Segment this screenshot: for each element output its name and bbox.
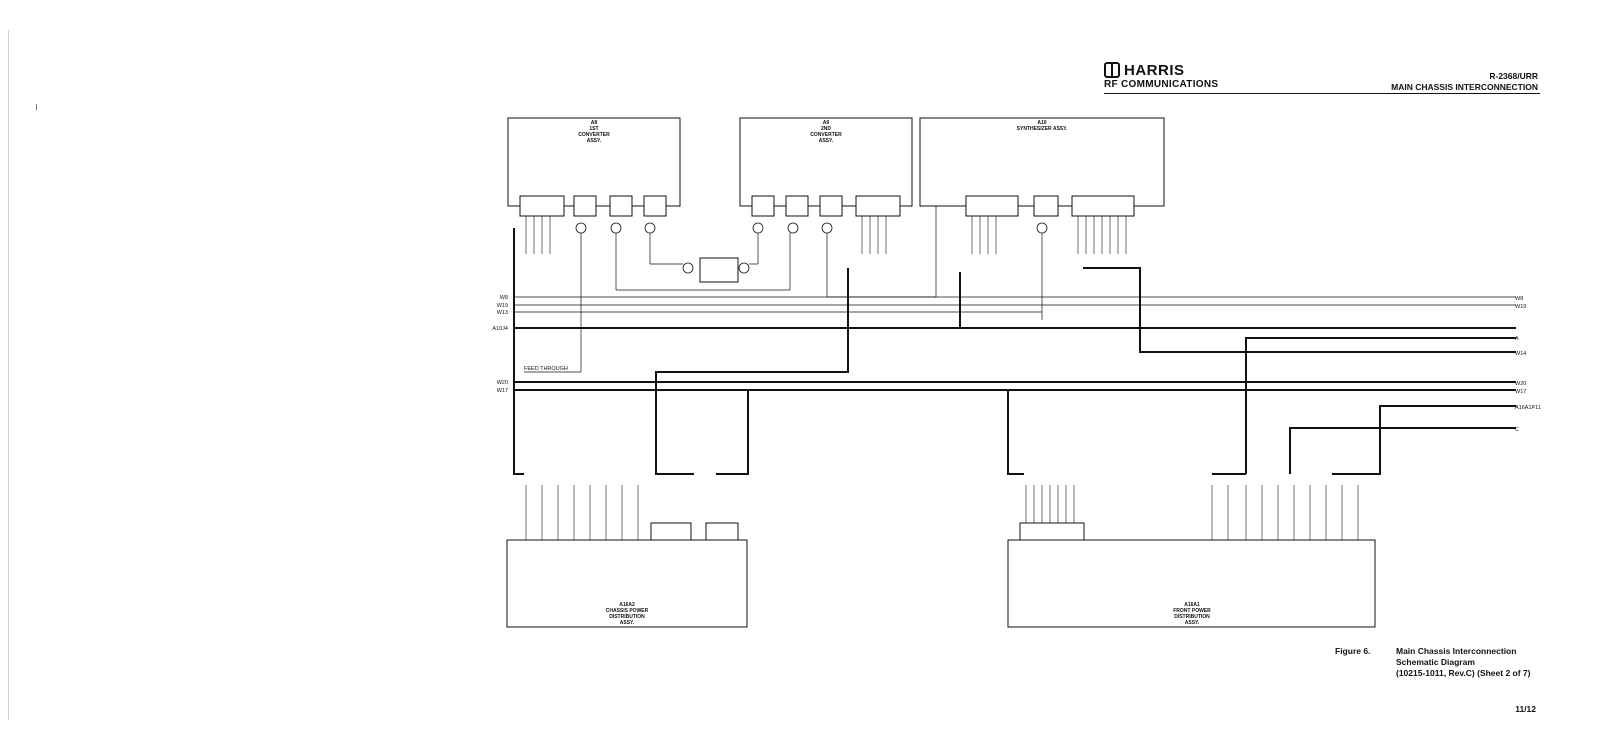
a8-title-line-1: A8	[591, 120, 598, 126]
brand-name: HARRIS	[1124, 62, 1185, 79]
wire-label-right: W19	[1515, 304, 1526, 310]
a16a1-title-line-3: DISTRIBUTION	[1174, 614, 1210, 620]
wire-label-left: A10J4	[492, 326, 508, 332]
wire-label-left: W20	[497, 380, 508, 386]
a10-j2-coax-icon	[1036, 222, 1048, 234]
figure-caption-line-2: Schematic Diagram	[1396, 657, 1475, 667]
a8-j1-coax-icon	[575, 222, 587, 234]
a16a2-title-line-3: DISTRIBUTION	[609, 614, 645, 620]
a9-p1-connector	[855, 195, 901, 217]
a16a1-title-line-4: ASSY.	[1185, 620, 1200, 626]
figure-label: Figure 6.	[1335, 646, 1371, 656]
a8-title-line-2: 1ST	[589, 126, 598, 132]
a10-title-line-2: SYNTHESIZER ASSY.	[1017, 126, 1068, 132]
a9-j1-connector	[751, 195, 775, 217]
a10-j2-connector	[1033, 195, 1059, 217]
a8-j2-connector	[609, 195, 633, 217]
a9-title-line-4: ASSY.	[819, 138, 834, 144]
a16a2-title-line-4: ASSY.	[620, 620, 635, 626]
a16a2-j2-connector	[650, 522, 692, 541]
wire-label-left: W8	[500, 295, 508, 301]
figure-caption-line-3: (10215-1011, Rev.C) (Sheet 2 of 7)	[1396, 668, 1531, 678]
a16a1-j1-connector	[1019, 522, 1085, 541]
brand-subtitle: RF COMMUNICATIONS	[1104, 79, 1219, 90]
a9-j3-connector	[819, 195, 843, 217]
a10-p1-connector	[1071, 195, 1135, 217]
a8-j3-coax-icon	[644, 222, 656, 234]
a16a1-title-line-1: A16A1	[1184, 602, 1200, 608]
feed-through-label: FEED THROUGH	[524, 366, 568, 372]
wire-label-right: C	[1515, 427, 1519, 433]
feedthrough-coupler	[699, 257, 739, 283]
a16a2-j1-connector	[705, 522, 739, 541]
wire-label-right: W8	[1515, 296, 1523, 302]
a9-title-line-2: 2ND	[821, 126, 831, 132]
a8-j3-connector	[643, 195, 667, 217]
a16a1-title-line-2: FRONT POWER	[1173, 608, 1211, 614]
a16a2-title-line-2: CHASSIS POWER	[606, 608, 649, 614]
wire-label-right: W14	[1515, 351, 1526, 357]
wire-label-left: W19	[497, 303, 508, 309]
a9-j2-connector	[785, 195, 809, 217]
document-title: MAIN CHASSIS INTERCONNECTION	[1391, 82, 1538, 92]
a8-j1-connector	[573, 195, 597, 217]
page-number: 11/12	[1515, 704, 1536, 714]
a8-j2-coax-icon	[610, 222, 622, 234]
header-rule	[1104, 93, 1540, 94]
a10-p2-connector	[965, 195, 1019, 217]
a16a1-module-box	[1007, 539, 1376, 628]
wire-label-right: W17	[1515, 389, 1526, 395]
wire-label-left: W13	[497, 310, 508, 316]
a9-title-line-3: CONVERTER	[810, 132, 842, 138]
feedthrough-left-coax-icon	[682, 262, 694, 274]
scan-margin-line	[8, 30, 9, 720]
wire-label-right: A16A1P11	[1515, 405, 1541, 411]
a9-j1-coax-icon	[752, 222, 764, 234]
feedthrough-right-coax-icon	[738, 262, 750, 274]
figure-caption-line-1: Main Chassis Interconnection	[1396, 646, 1517, 656]
harris-logo-icon	[1104, 62, 1120, 78]
wire-label-right: W20	[1515, 381, 1526, 387]
a8-p2-connector	[519, 195, 565, 217]
a10-title-line-1: A10	[1037, 120, 1046, 126]
a9-j3-coax-icon	[821, 222, 833, 234]
a8-title-line-3: CONVERTER	[578, 132, 610, 138]
scan-margin-tick	[36, 104, 37, 110]
document-id: R-2368/URR	[1489, 71, 1538, 81]
a16a2-module-box	[506, 539, 748, 628]
a9-j2-coax-icon	[787, 222, 799, 234]
a8-title-line-4: ASSY.	[587, 138, 602, 144]
wire-label-left: W17	[497, 388, 508, 394]
a16a2-title-line-1: A16A2	[619, 602, 635, 608]
a9-title-line-1: A9	[823, 120, 830, 126]
wire-label-right: A	[1515, 336, 1519, 342]
